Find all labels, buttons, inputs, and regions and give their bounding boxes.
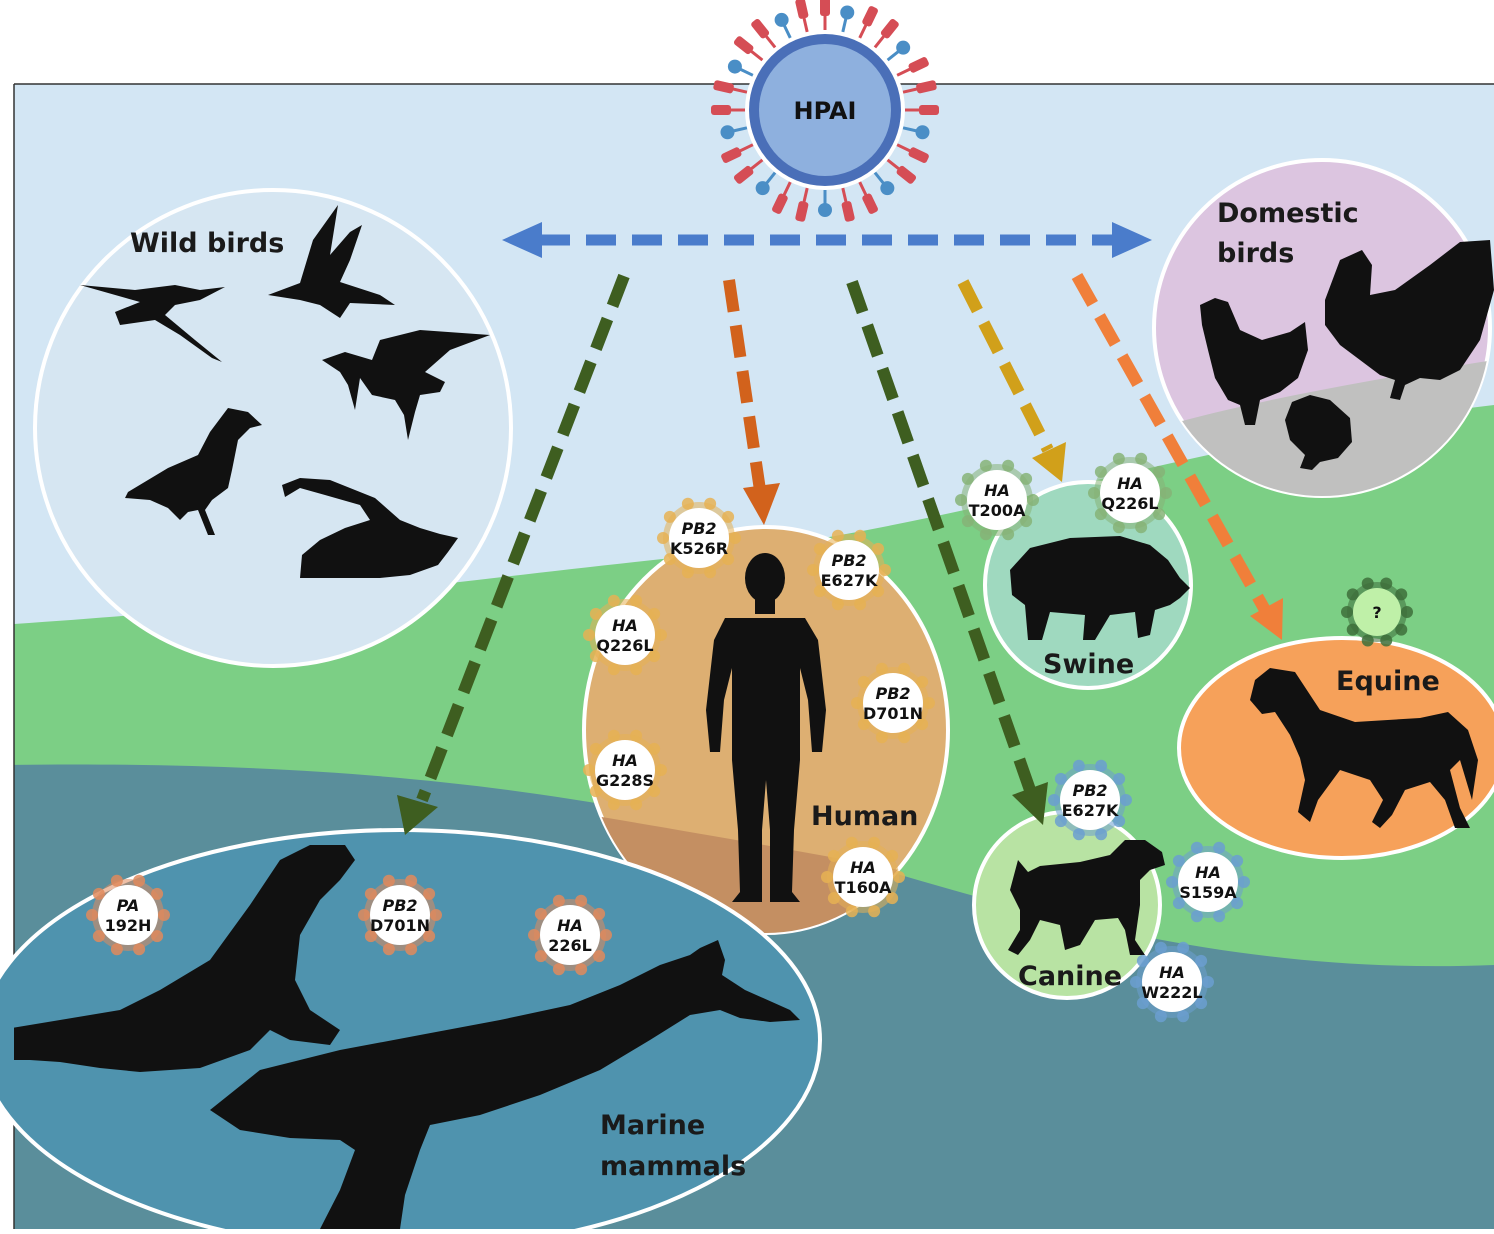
mutation-gene: PB2 bbox=[875, 684, 910, 703]
domestic-birds-label-line1: Domestic bbox=[1217, 198, 1359, 229]
mutation-gene: HA bbox=[1195, 863, 1221, 882]
mutation-gene: PB2 bbox=[681, 519, 716, 538]
mutation-gene: HA bbox=[612, 751, 638, 770]
marine-label-line1: Marine bbox=[600, 1110, 705, 1141]
mutation-gene: HA bbox=[984, 481, 1010, 500]
mutation-code: ? bbox=[1372, 603, 1381, 622]
equine-label: Equine bbox=[1336, 666, 1440, 697]
mutation-gene: HA bbox=[1117, 474, 1143, 493]
wild-birds-label: Wild birds bbox=[130, 228, 284, 259]
wild-birds-group: Wild birds bbox=[35, 190, 511, 666]
wild-birds-circle bbox=[35, 190, 511, 666]
mutation-gene: HA bbox=[612, 616, 638, 635]
mutation-code: E627K bbox=[1062, 801, 1119, 820]
mutation-gene: HA bbox=[557, 916, 583, 935]
mutation-code: D701N bbox=[370, 916, 430, 935]
virus-label: HPAI bbox=[794, 97, 857, 125]
mutation-code: Q226L bbox=[596, 636, 653, 655]
marine-label-line2: mammals bbox=[600, 1151, 746, 1182]
mutation-code: 192H bbox=[105, 916, 152, 935]
mutation-gene: HA bbox=[850, 858, 876, 877]
mutation-code: Q226L bbox=[1101, 494, 1158, 513]
mutation-code: T200A bbox=[969, 501, 1026, 520]
mutation-code: W222L bbox=[1141, 983, 1202, 1002]
equine-group: Equine bbox=[1179, 638, 1494, 858]
mutation-code: D701N bbox=[863, 704, 923, 723]
mutation-gene: PB2 bbox=[382, 896, 417, 915]
mutation-code: S159A bbox=[1179, 883, 1237, 902]
mutation-code: K526R bbox=[670, 539, 728, 558]
human-label: Human bbox=[811, 801, 918, 832]
mutation-code: T160A bbox=[835, 878, 892, 897]
mutation-code: E627K bbox=[821, 571, 878, 590]
mutation-code: 226L bbox=[548, 936, 592, 955]
mutation-gene: PB2 bbox=[831, 551, 866, 570]
canine-label: Canine bbox=[1018, 961, 1122, 992]
swine-label: Swine bbox=[1043, 649, 1134, 680]
mutation-gene: PA bbox=[117, 896, 140, 915]
mutation-gene: HA bbox=[1159, 963, 1185, 982]
domestic-birds-label-line2: birds bbox=[1217, 238, 1294, 269]
mutation-gene: PB2 bbox=[1072, 781, 1107, 800]
mutation-code: G228S bbox=[596, 771, 654, 790]
